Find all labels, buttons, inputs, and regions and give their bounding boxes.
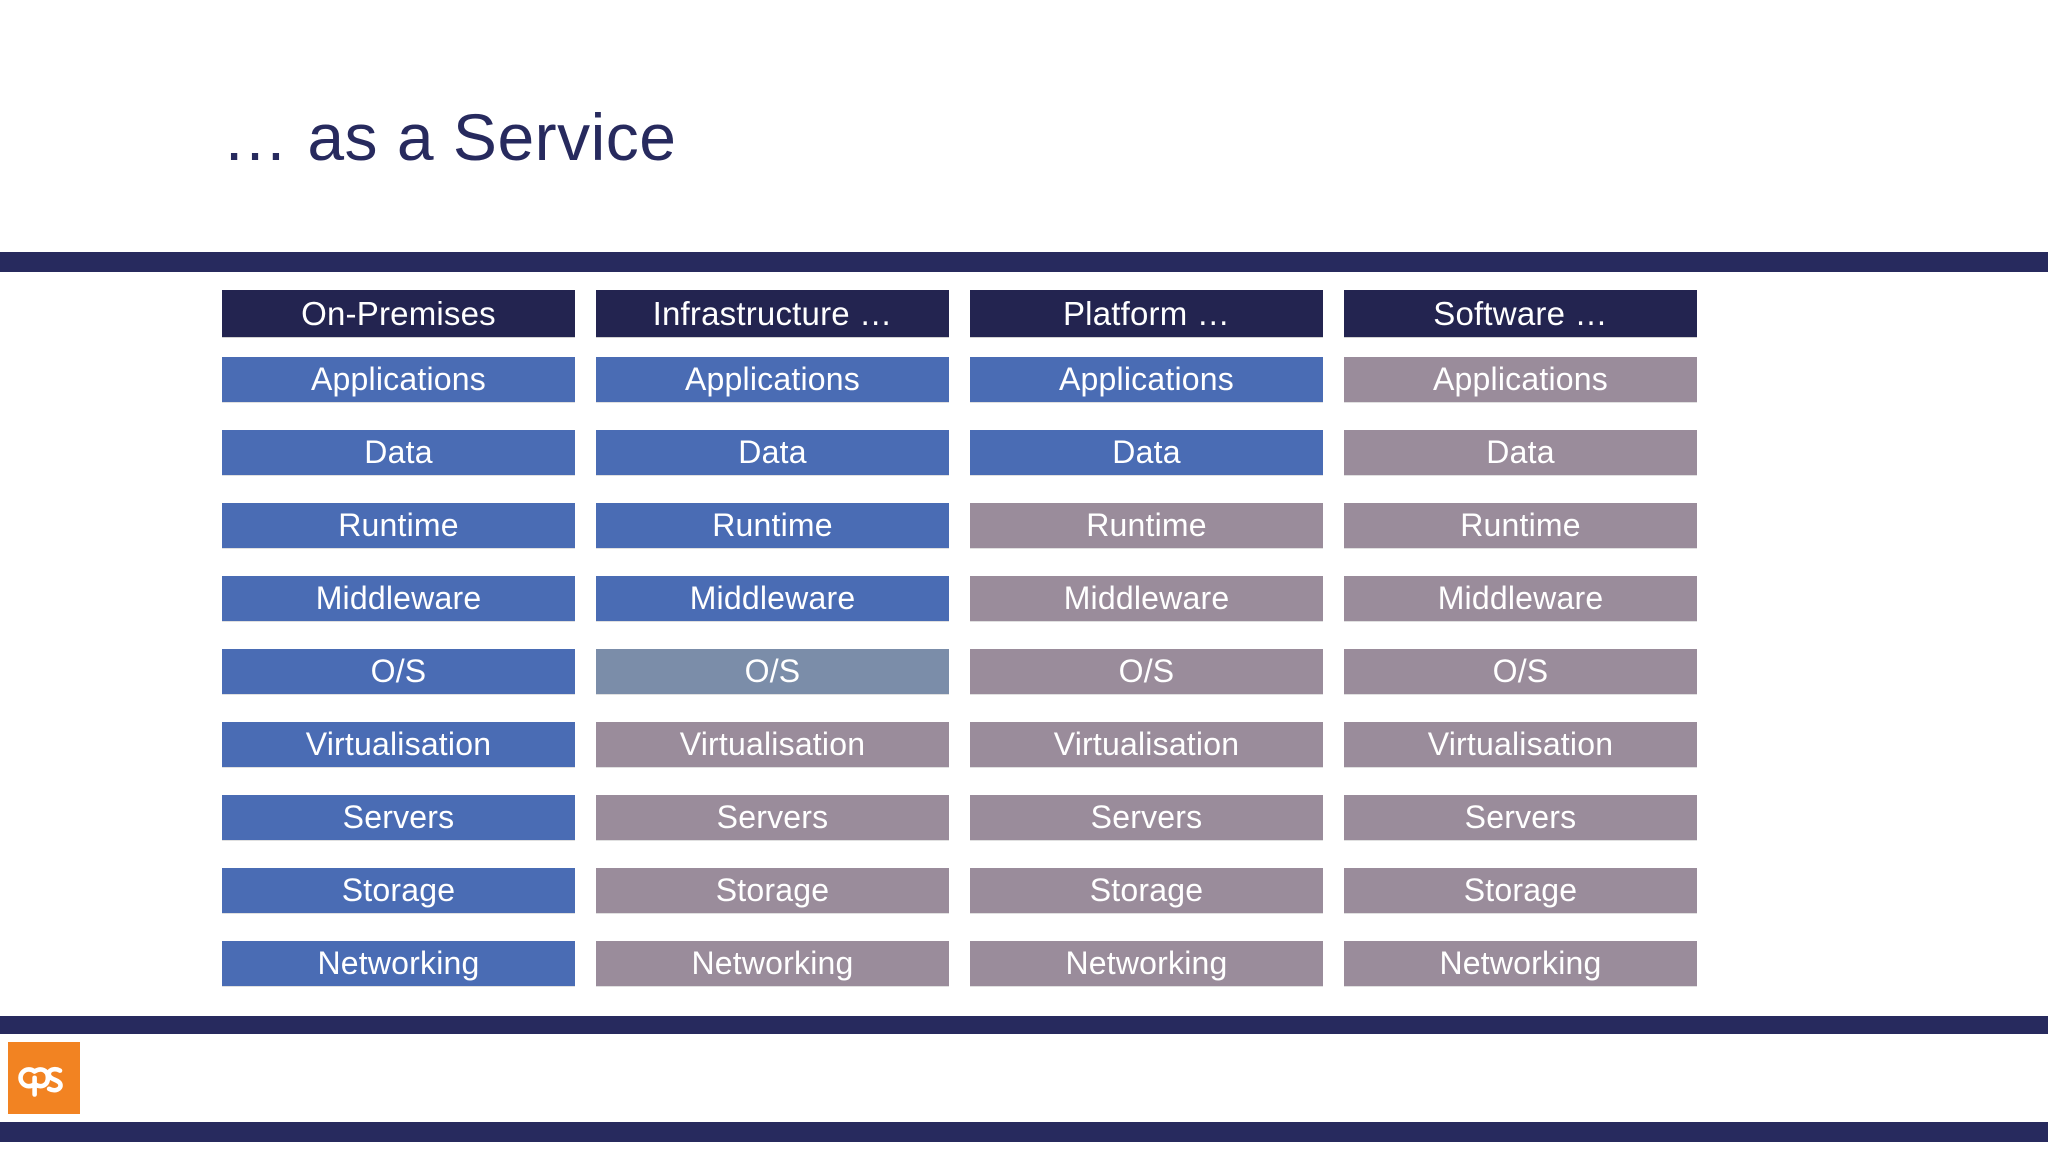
stack-layer-cell[interactable]: Servers [222, 795, 575, 840]
stack-layer-cell[interactable]: Virtualisation [1344, 722, 1697, 767]
stack-layer-cell[interactable]: Middleware [222, 576, 575, 621]
stack-layer-cell[interactable]: Storage [222, 868, 575, 913]
stack-layer-cell[interactable]: Middleware [1344, 576, 1697, 621]
stack-layer-cell[interactable]: Applications [970, 357, 1323, 402]
stack-layer-cell[interactable]: Storage [1344, 868, 1697, 913]
stack-layer-cell[interactable]: Networking [222, 941, 575, 986]
stack-layer-cell[interactable]: Runtime [970, 503, 1323, 548]
column-header[interactable]: Platform … [970, 290, 1323, 337]
stack-layer-cell[interactable]: Servers [970, 795, 1323, 840]
stack-layer-cell[interactable]: Runtime [222, 503, 575, 548]
stack-layer-cell[interactable]: Servers [1344, 795, 1697, 840]
stack-layer-cell[interactable]: Data [1344, 430, 1697, 475]
stack-layer-cell[interactable]: Runtime [596, 503, 949, 548]
stack-layer-cell[interactable]: O/S [222, 649, 575, 694]
stack-layer-cell[interactable]: Storage [970, 868, 1323, 913]
footer-divider-rule [0, 1016, 2048, 1034]
stack-layer-cell[interactable]: O/S [1344, 649, 1697, 694]
stack-layer-cell[interactable]: Data [222, 430, 575, 475]
page-title: … as a Service [222, 100, 677, 174]
stack-layer-cell[interactable]: Applications [596, 357, 949, 402]
column-header[interactable]: On-Premises [222, 290, 575, 337]
stack-layer-cell[interactable]: Storage [596, 868, 949, 913]
column-header[interactable]: Software … [1344, 290, 1697, 337]
header-divider-rule [0, 252, 2048, 272]
stack-layer-cell[interactable]: Applications [222, 357, 575, 402]
stack-layer-cell[interactable]: Servers [596, 795, 949, 840]
bottom-edge-rule [0, 1122, 2048, 1142]
stack-layer-cell[interactable]: Middleware [596, 576, 949, 621]
column-header[interactable]: Infrastructure … [596, 290, 949, 337]
stack-layer-cell[interactable]: Networking [1344, 941, 1697, 986]
stack-layer-cell[interactable]: Virtualisation [222, 722, 575, 767]
stack-layer-cell[interactable]: Middleware [970, 576, 1323, 621]
stack-layer-cell[interactable]: O/S [596, 649, 949, 694]
stack-layer-cell[interactable]: Data [970, 430, 1323, 475]
cps-logo [8, 1042, 80, 1114]
stack-layer-cell[interactable]: Runtime [1344, 503, 1697, 548]
stack-layer-cell[interactable]: Applications [1344, 357, 1697, 402]
stack-layer-cell[interactable]: Virtualisation [596, 722, 949, 767]
stack-layer-cell[interactable]: Virtualisation [970, 722, 1323, 767]
stack-layer-cell[interactable]: Data [596, 430, 949, 475]
stack-layer-cell[interactable]: Networking [596, 941, 949, 986]
stack-layer-cell[interactable]: Networking [970, 941, 1323, 986]
stack-layer-cell[interactable]: O/S [970, 649, 1323, 694]
